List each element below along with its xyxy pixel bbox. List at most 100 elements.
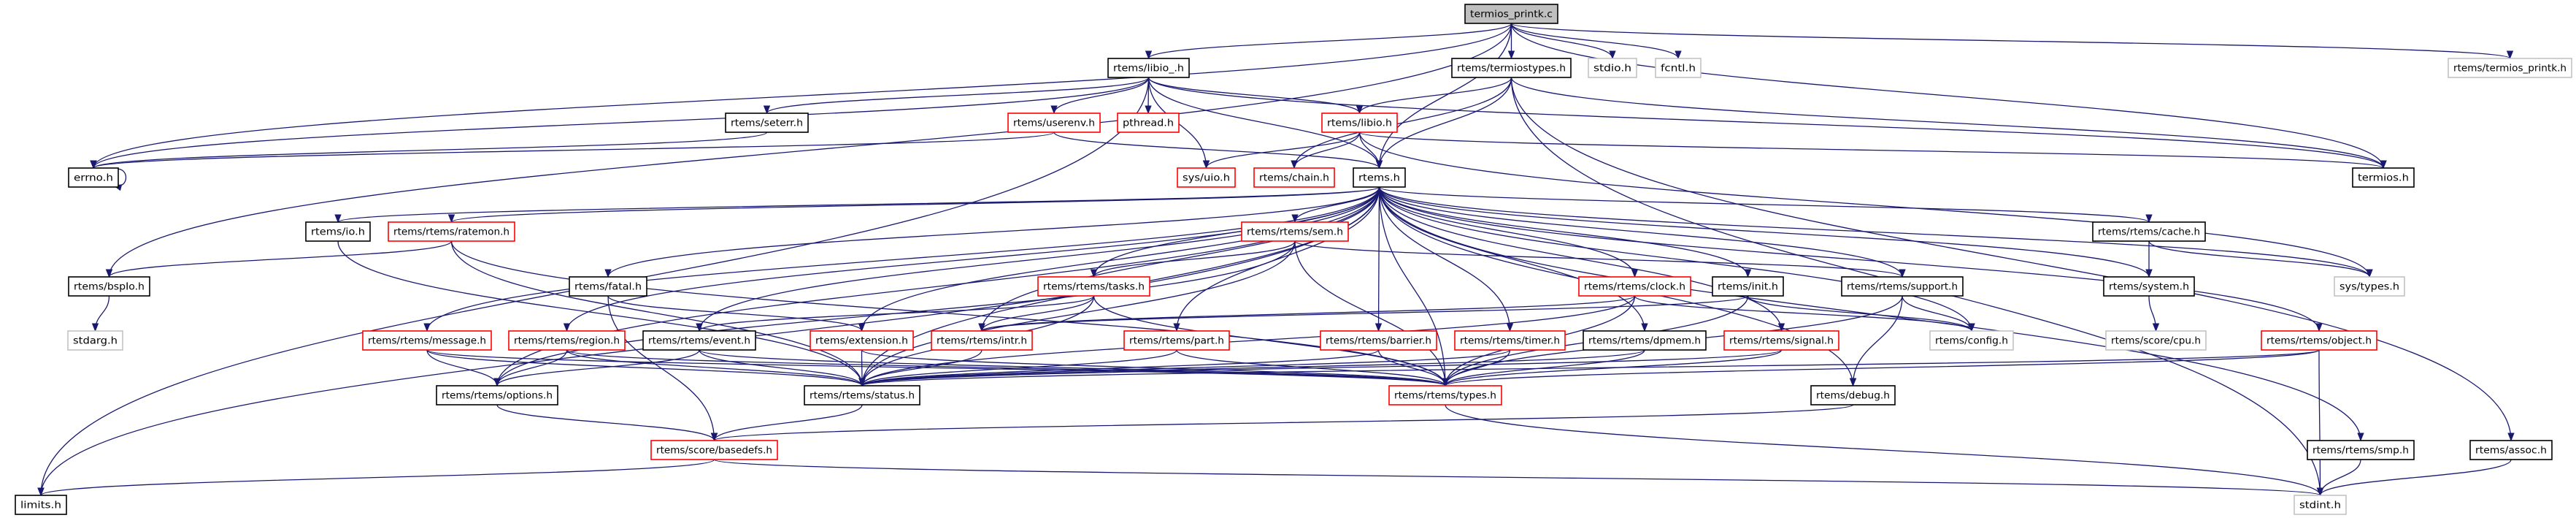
node-box[interactable] (2307, 440, 2415, 460)
node-box[interactable] (1123, 330, 1230, 351)
node-options[interactable]: rtems/rtems/options.h (436, 385, 558, 405)
node-box[interactable] (2448, 58, 2572, 78)
node-timer[interactable]: rtems/rtems/timer.h (1454, 330, 1566, 351)
node-box[interactable] (1388, 385, 1502, 405)
node-box[interactable] (1177, 167, 1236, 188)
node-box[interactable] (2294, 495, 2347, 515)
node-box[interactable] (1578, 276, 1691, 297)
node-box[interactable] (1321, 113, 1398, 133)
node-limits[interactable]: limits.h (15, 495, 67, 515)
node-box[interactable] (1810, 385, 1896, 405)
node-basedefs[interactable]: rtems/score/basedefs.h (650, 440, 778, 460)
node-clock[interactable]: rtems/rtems/clock.h (1578, 276, 1691, 297)
node-box[interactable] (1451, 58, 1572, 78)
node-fcntl[interactable]: fcntl.h (1655, 58, 1702, 78)
node-init[interactable]: rtems/init.h (1712, 276, 1784, 297)
node-box[interactable] (1588, 58, 1637, 78)
node-tasks[interactable]: rtems/rtems/tasks.h (1037, 276, 1150, 297)
node-box[interactable] (1107, 58, 1190, 78)
node-libio[interactable]: rtems/libio.h (1321, 113, 1398, 133)
node-sem[interactable]: rtems/rtems/sem.h (1241, 221, 1349, 242)
node-box[interactable] (1841, 276, 1964, 297)
node-box[interactable] (931, 330, 1033, 351)
node-cache[interactable]: rtems/rtems/cache.h (2092, 221, 2206, 242)
node-box[interactable] (810, 330, 914, 351)
node-box[interactable] (15, 495, 67, 515)
node-box[interactable] (508, 330, 626, 351)
node-intr[interactable]: rtems/rtems/intr.h (931, 330, 1033, 351)
node-box[interactable] (436, 385, 558, 405)
node-pthread[interactable]: pthread.h (1117, 113, 1180, 133)
node-box[interactable] (1712, 276, 1784, 297)
node-errno[interactable]: errno.h (68, 167, 119, 188)
node-stdio[interactable]: stdio.h (1588, 58, 1637, 78)
node-seterr[interactable]: rtems/seterr.h (725, 113, 809, 133)
node-box[interactable] (2261, 330, 2377, 351)
node-types[interactable]: rtems/rtems/types.h (1388, 385, 1502, 405)
node-debug[interactable]: rtems/debug.h (1810, 385, 1896, 405)
node-libio_[interactable]: rtems/libio_.h (1107, 58, 1190, 78)
node-termiostypes[interactable]: rtems/termiostypes.h (1451, 58, 1572, 78)
node-box[interactable] (2103, 276, 2195, 297)
node-extension[interactable]: rtems/extension.h (810, 330, 914, 351)
node-box[interactable] (2092, 221, 2206, 242)
node-part[interactable]: rtems/rtems/part.h (1123, 330, 1230, 351)
node-box[interactable] (1320, 330, 1437, 351)
node-box[interactable] (388, 221, 515, 242)
node-box[interactable] (1007, 113, 1101, 133)
node-box[interactable] (642, 330, 756, 351)
node-box[interactable] (1253, 167, 1335, 188)
node-box[interactable] (725, 113, 809, 133)
node-box[interactable] (1117, 113, 1180, 133)
node-assoc[interactable]: rtems/assoc.h (2469, 440, 2553, 460)
node-termios_printk_c[interactable]: termios_printk.c (1464, 4, 1558, 24)
node-support[interactable]: rtems/rtems/support.h (1841, 276, 1964, 297)
node-rtems[interactable]: rtems.h (1353, 167, 1406, 188)
node-io[interactable]: rtems/io.h (305, 221, 371, 242)
node-systypes[interactable]: sys/types.h (2334, 276, 2405, 297)
node-box[interactable] (2334, 276, 2405, 297)
node-box[interactable] (569, 276, 647, 297)
node-userenv[interactable]: rtems/userenv.h (1007, 113, 1101, 133)
node-signal[interactable]: rtems/rtems/signal.h (1723, 330, 1839, 351)
node-box[interactable] (1241, 221, 1349, 242)
node-box[interactable] (362, 330, 492, 351)
node-status[interactable]: rtems/rtems/status.h (804, 385, 920, 405)
node-box[interactable] (1929, 330, 2014, 351)
node-termios[interactable]: termios.h (2352, 167, 2415, 188)
node-config[interactable]: rtems/config.h (1929, 330, 2014, 351)
node-box[interactable] (2469, 440, 2553, 460)
node-box[interactable] (67, 330, 123, 351)
node-box[interactable] (2105, 330, 2207, 351)
node-termios_printk_h[interactable]: rtems/termios_printk.h (2448, 58, 2572, 78)
node-bspio[interactable]: rtems/bspIo.h (68, 276, 150, 297)
node-fatal[interactable]: rtems/fatal.h (569, 276, 647, 297)
node-system[interactable]: rtems/system.h (2103, 276, 2195, 297)
node-smp[interactable]: rtems/rtems/smp.h (2307, 440, 2415, 460)
node-box[interactable] (1723, 330, 1839, 351)
node-uio[interactable]: sys/uio.h (1177, 167, 1236, 188)
node-stdint[interactable]: stdint.h (2294, 495, 2347, 515)
node-box[interactable] (1353, 167, 1406, 188)
node-box[interactable] (1655, 58, 1702, 78)
node-region[interactable]: rtems/rtems/region.h (508, 330, 626, 351)
node-box[interactable] (305, 221, 371, 242)
node-box[interactable] (650, 440, 778, 460)
node-cpu[interactable]: rtems/score/cpu.h (2105, 330, 2207, 351)
node-ratemon[interactable]: rtems/rtems/ratemon.h (388, 221, 515, 242)
node-box[interactable] (1037, 276, 1150, 297)
node-object[interactable]: rtems/rtems/object.h (2261, 330, 2377, 351)
node-chain[interactable]: rtems/chain.h (1253, 167, 1335, 188)
node-message[interactable]: rtems/rtems/message.h (362, 330, 492, 351)
node-dpmem[interactable]: rtems/rtems/dpmem.h (1583, 330, 1707, 351)
node-stdarg[interactable]: stdarg.h (67, 330, 123, 351)
node-box[interactable] (2352, 167, 2415, 188)
node-box[interactable] (68, 276, 150, 297)
node-event[interactable]: rtems/rtems/event.h (642, 330, 756, 351)
node-box[interactable] (1454, 330, 1566, 351)
node-box[interactable] (804, 385, 920, 405)
node-box[interactable] (1583, 330, 1707, 351)
node-box[interactable] (1464, 4, 1558, 24)
node-barrier[interactable]: rtems/rtems/barrier.h (1320, 330, 1437, 351)
node-box[interactable] (68, 167, 119, 188)
